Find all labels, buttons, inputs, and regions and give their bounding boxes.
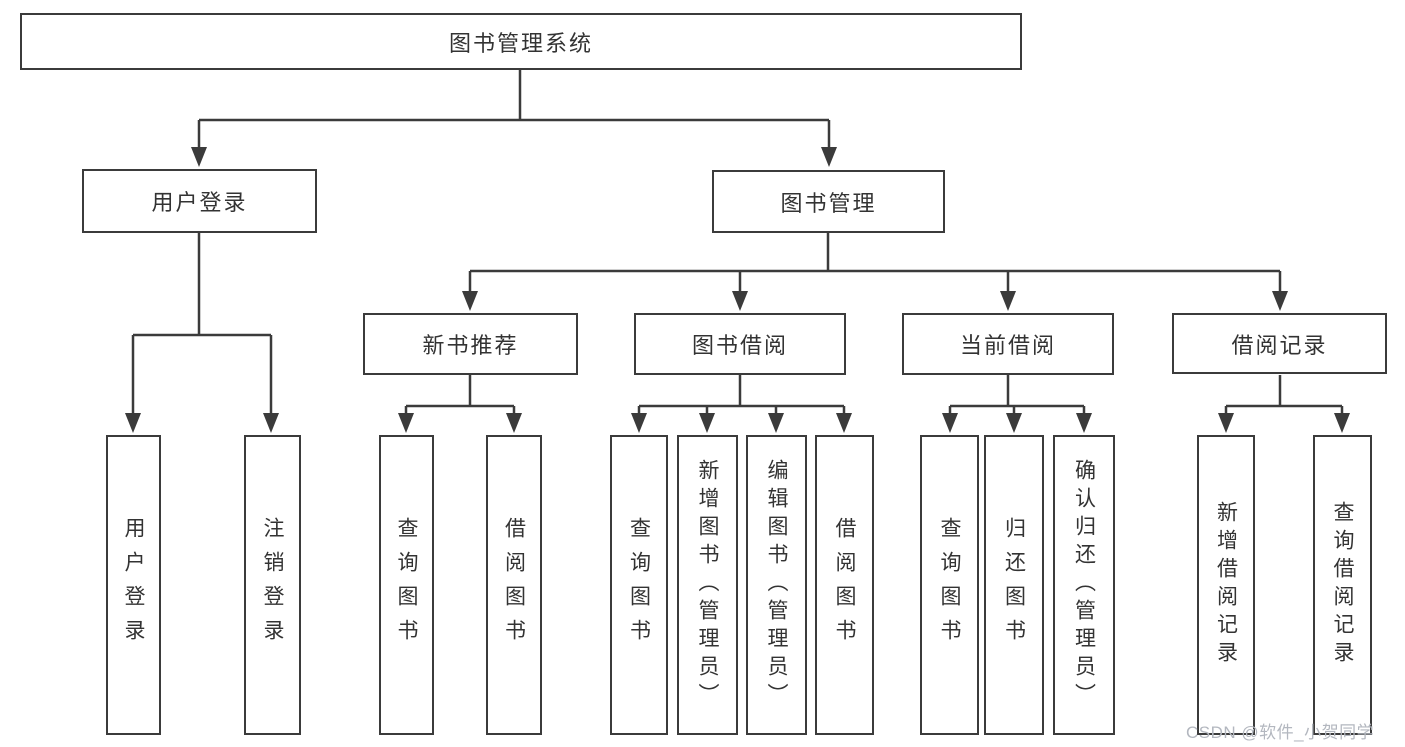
leaf-borrow-books: 借阅图书 (815, 435, 874, 735)
node-label: 用户登录 (151, 190, 248, 215)
node-label: 注销登录 (261, 517, 284, 653)
node-new-book-recommend: 新书推荐 (363, 313, 578, 375)
leaf-return-book: 归还图书 (984, 435, 1044, 735)
leaf-query-books-current: 查询图书 (920, 435, 979, 735)
csdn-watermark: CSDN @软件_小贺同学 (1186, 723, 1375, 742)
leaf-borrow-books-recommend: 借阅图书 (486, 435, 542, 735)
node-root: 图书管理系统 (20, 13, 1022, 70)
node-label: 归还图书 (1002, 517, 1026, 653)
node-label: 查询借阅记录 (1331, 501, 1354, 669)
leaf-add-borrow-record: 新增借阅记录 (1197, 435, 1255, 735)
node-label: 查询图书 (395, 517, 418, 653)
leaf-confirm-return-admin: 确认归还（管理员） (1053, 435, 1115, 735)
node-label: 确认归还（管理员） (1072, 459, 1096, 711)
node-label: 图书借阅 (691, 333, 788, 358)
node-book-borrow: 图书借阅 (634, 313, 846, 375)
node-current-borrow: 当前借阅 (902, 313, 1114, 375)
node-label: 图书管理系统 (448, 30, 593, 56)
leaf-query-books-borrow: 查询图书 (610, 435, 668, 735)
node-label: 借阅图书 (833, 517, 856, 653)
node-label: 新增图书（管理员） (696, 459, 719, 711)
node-label: 图书管理 (780, 190, 877, 216)
node-borrow-records: 借阅记录 (1172, 313, 1387, 374)
node-label: 新增借阅记录 (1214, 501, 1238, 669)
leaf-logout: 注销登录 (244, 435, 301, 735)
node-label: 用户登录 (122, 517, 145, 653)
leaf-query-books-recommend: 查询图书 (379, 435, 434, 735)
leaf-query-borrow-record: 查询借阅记录 (1313, 435, 1372, 735)
leaf-user-login: 用户登录 (106, 435, 161, 735)
node-label: 编辑图书（管理员） (765, 459, 788, 711)
node-label: 查询图书 (938, 517, 961, 653)
leaf-add-book-admin: 新增图书（管理员） (677, 435, 738, 735)
leaf-edit-book-admin: 编辑图书（管理员） (746, 435, 807, 735)
node-user-login: 用户登录 (82, 169, 317, 233)
node-label: 新书推荐 (422, 333, 519, 358)
node-label: 借阅记录 (1231, 332, 1328, 358)
node-label: 当前借阅 (959, 333, 1056, 358)
node-book-management: 图书管理 (712, 170, 945, 233)
node-label: 借阅图书 (502, 517, 526, 653)
node-label: 查询图书 (627, 517, 651, 653)
